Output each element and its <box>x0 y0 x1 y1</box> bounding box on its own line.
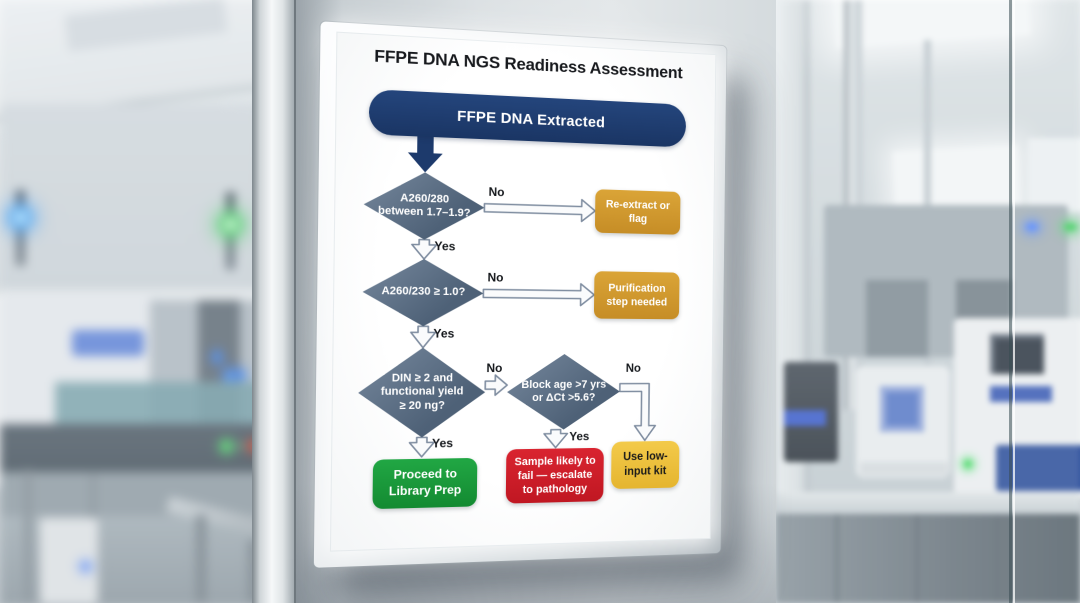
decision-line: ≥ 20 ng? <box>399 399 446 412</box>
blue-led <box>82 563 89 570</box>
outcome-line: Re-extract or flag <box>605 198 671 226</box>
decision-line: DIN ≥ 2 and <box>391 372 454 385</box>
outcome-line: Library Prep <box>388 482 462 499</box>
edge-label-no: No <box>487 270 504 285</box>
flowchart-poster: FFPE DNA NGS Readiness Assessment FFPE D… <box>313 21 727 568</box>
glass-seam <box>1009 0 1012 603</box>
partition-post <box>24 470 32 603</box>
green-led <box>964 460 972 468</box>
arrow-d1-no <box>484 197 595 222</box>
blue-led <box>214 352 220 362</box>
edge-label-yes: Yes <box>569 429 590 444</box>
green-led <box>222 442 231 451</box>
edge-label-no: No <box>486 360 503 376</box>
blue-status-light <box>9 206 32 229</box>
analyzer-screen <box>880 386 924 432</box>
arrow-d2-yes <box>411 326 436 348</box>
cabinet-seam <box>996 514 998 603</box>
partition-frame-edge <box>294 0 296 603</box>
poster-face: FFPE DNA NGS Readiness Assessment FFPE D… <box>329 31 717 552</box>
instrument-blue-stripe <box>784 410 826 426</box>
glass-tint <box>776 0 1080 603</box>
decision-line: or ΔCt >5.6? <box>532 391 596 404</box>
edge-label-no: No <box>625 361 642 375</box>
outcome-reextract: Re-extract or flag <box>594 189 681 235</box>
start-node-label: FFPE DNA Extracted <box>456 107 606 131</box>
outcome-line: input kit <box>624 465 667 478</box>
edge-label-yes: Yes <box>431 435 454 451</box>
under-bench-cabinets <box>776 514 1080 603</box>
edge-label-yes: Yes <box>433 326 455 341</box>
edge-label-no: No <box>488 184 505 200</box>
blue-led <box>226 370 233 382</box>
arrow-d4-no-elbow <box>619 384 656 441</box>
cabinet-seam <box>836 514 838 603</box>
right-bench-top <box>776 492 1080 514</box>
outcome-purification: Purification step needed <box>593 271 680 320</box>
outcome-library-prep: Proceed to Library Prep <box>372 457 478 510</box>
outcome-line: to pathology <box>522 482 588 497</box>
right-lab-room <box>776 0 1080 603</box>
blue-reagent-tray <box>72 330 144 356</box>
outcome-line: Proceed to <box>393 466 458 483</box>
left-lab-room <box>0 0 262 603</box>
blue-led <box>1026 223 1038 231</box>
edge-label-yes: Yes <box>434 238 456 254</box>
outcome-line: step needed <box>606 296 668 309</box>
blue-led <box>238 370 244 380</box>
decision-line: Block age >7 yrs <box>521 378 607 391</box>
arrow-start-down <box>407 136 443 174</box>
outcome-line: Purification <box>608 281 666 295</box>
outcome-line: Use low- <box>623 450 668 464</box>
green-led <box>1064 223 1077 231</box>
teal-equipment-band <box>55 382 262 428</box>
arrow-d4-yes <box>544 430 568 448</box>
flow-arrows <box>407 136 716 552</box>
decision-line: A260/280 <box>400 191 450 206</box>
arrow-d1-yes <box>412 239 437 259</box>
outcome-sample-fail: Sample likely to fail — escalate to path… <box>505 447 604 504</box>
ceiling-light-panel <box>1028 138 1080 212</box>
dim-green-led <box>238 443 244 449</box>
arrow-d3-no <box>485 375 507 395</box>
decision-line: A260/230 ≥ 1.0? <box>381 285 466 299</box>
cabinet-window <box>866 280 928 357</box>
decision-line: functional yield <box>380 385 464 399</box>
glass-partition-frame <box>252 0 296 603</box>
arrow-d2-no <box>483 282 594 305</box>
white-cart <box>40 518 98 603</box>
outcome-line: Sample likely to <box>514 454 596 468</box>
glass-tint <box>0 0 262 603</box>
glass-seam-highlight <box>1013 0 1015 603</box>
decision-line: between 1.7–1.9? <box>377 204 471 220</box>
sequencer-slot <box>990 386 1052 402</box>
arrow-d3-yes <box>409 437 434 457</box>
green-status-light <box>219 213 242 236</box>
sequencer-screen <box>990 334 1044 374</box>
analyzer-base <box>860 462 948 476</box>
table-leg <box>196 515 206 603</box>
cabinet-seam <box>916 514 918 603</box>
outcome-low-input: Use low- input kit <box>611 440 680 490</box>
